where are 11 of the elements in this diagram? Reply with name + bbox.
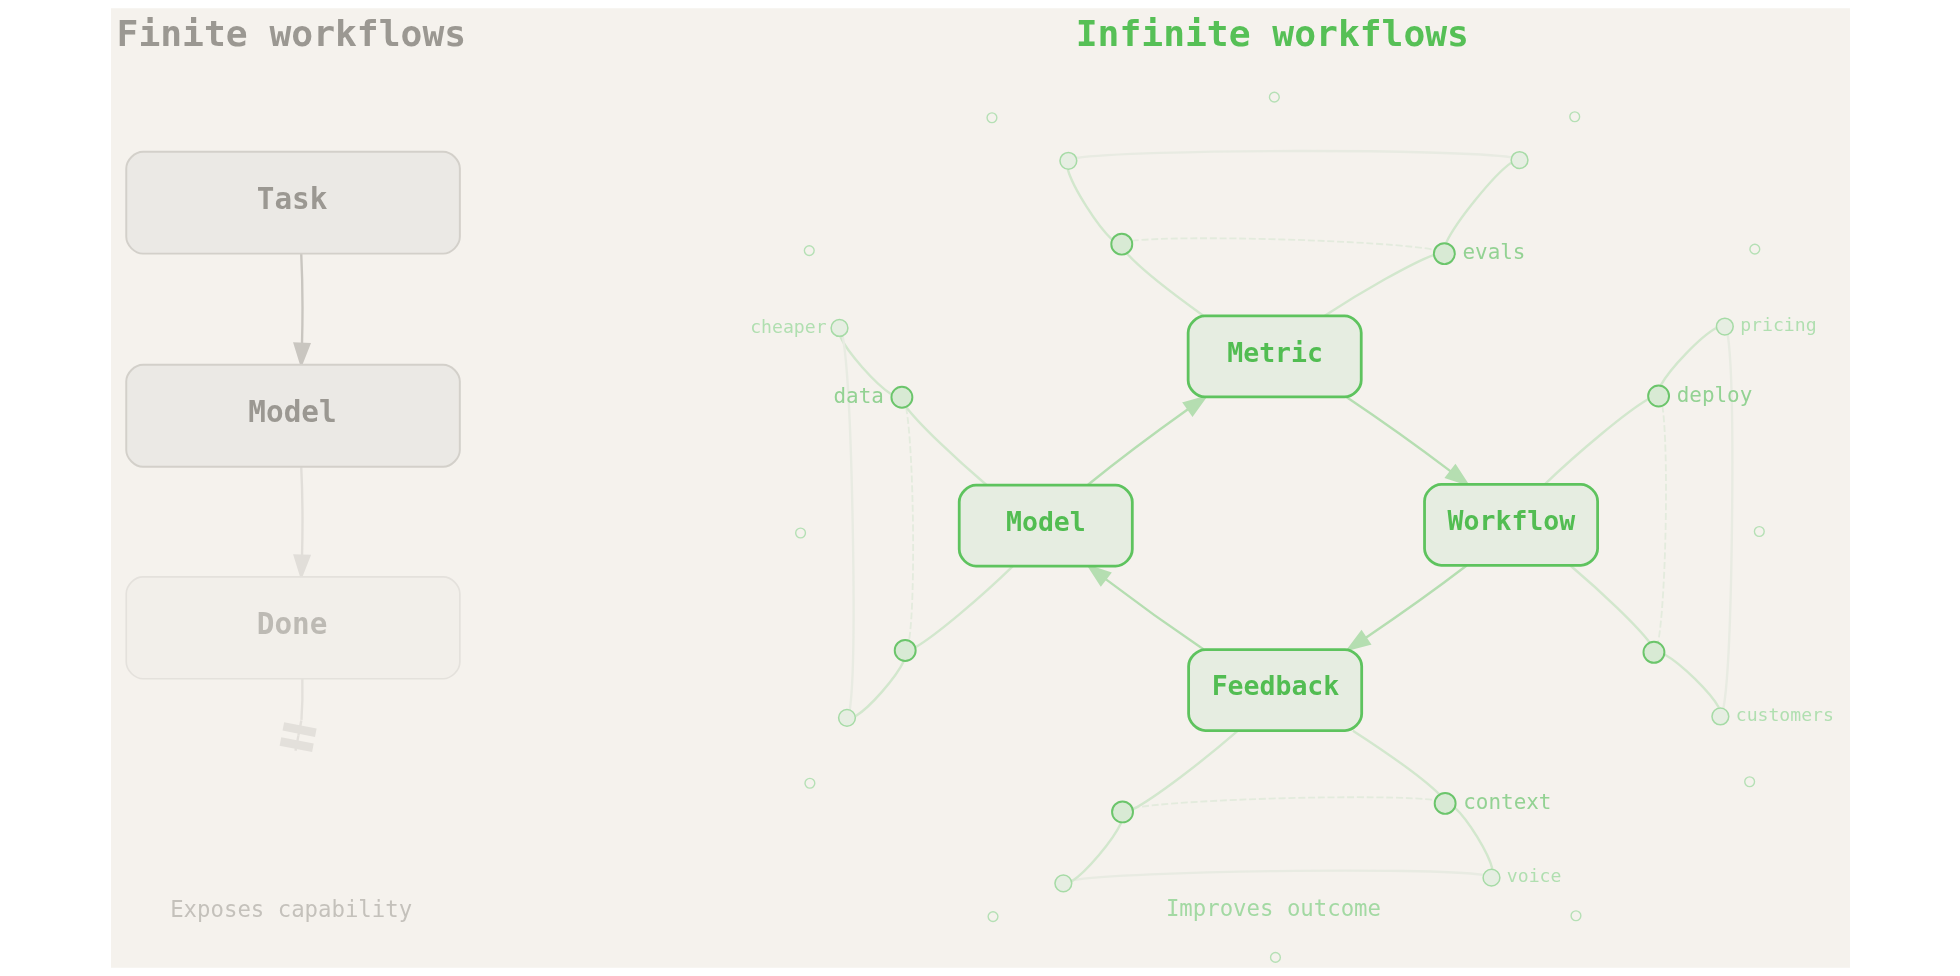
node-label: evals [1461, 240, 1525, 265]
label: Improves outcome [1165, 895, 1381, 922]
node-label: cheaper [749, 315, 827, 337]
node-label: context [1462, 789, 1551, 814]
node-label: deploy [1676, 382, 1752, 407]
node-label: voice [1506, 865, 1561, 887]
node-label: pricing [1739, 314, 1817, 336]
label: Finite workflows [116, 12, 466, 56]
node-label: data [833, 383, 884, 408]
label: Infinite workflows [1075, 12, 1469, 56]
node-label: customers [1735, 704, 1834, 726]
